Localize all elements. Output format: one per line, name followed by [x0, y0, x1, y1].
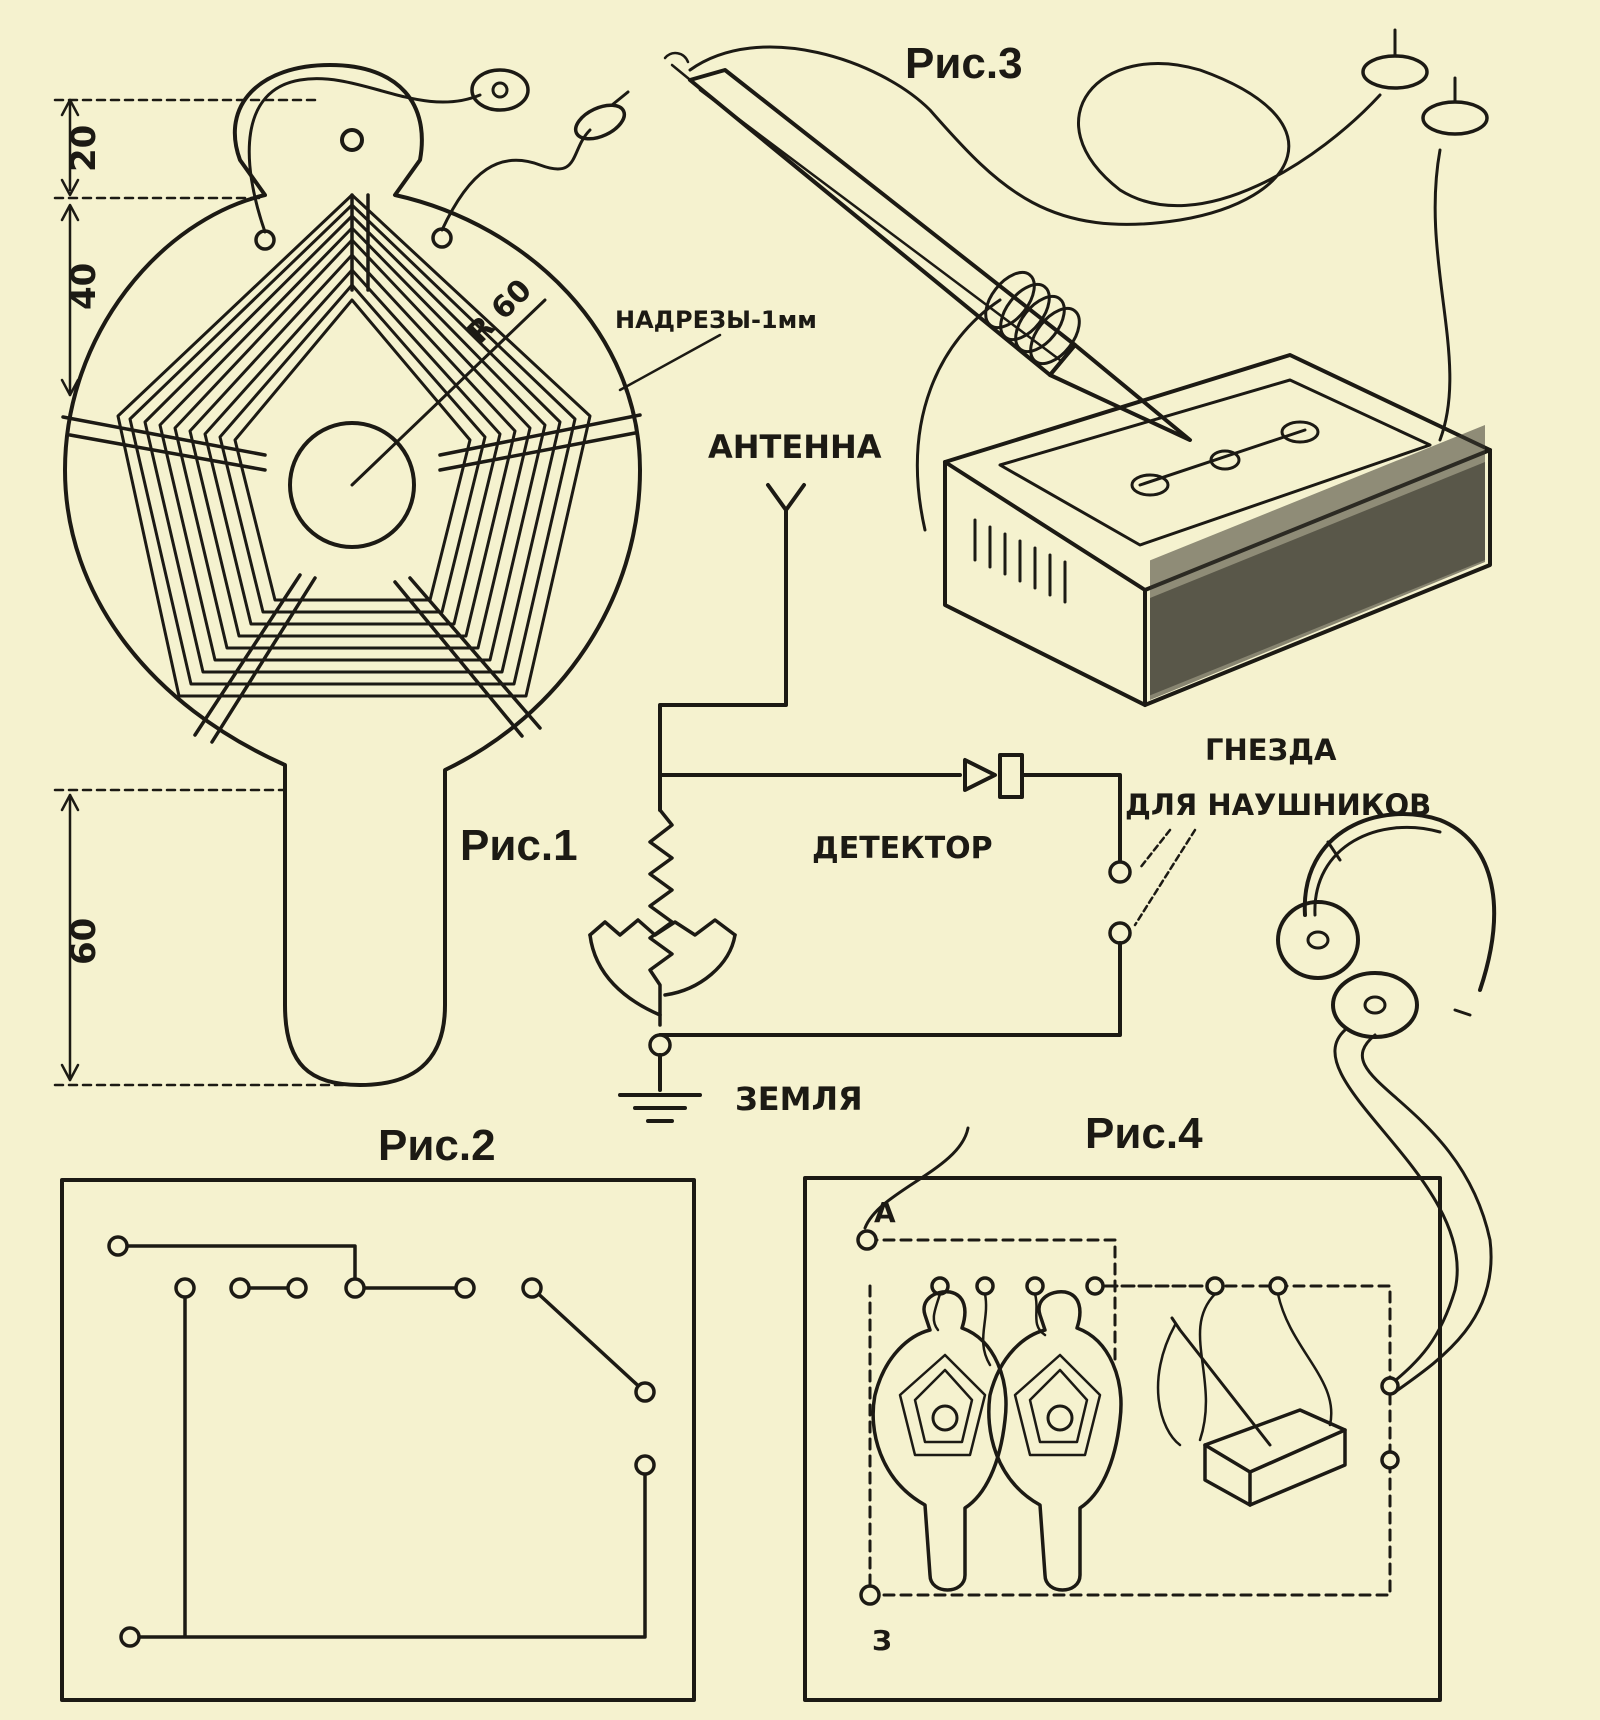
dim-mid-label: 40 — [64, 263, 104, 310]
fig3-detector-assembly — [663, 28, 1492, 707]
fig4-antenna-terminal-label: А — [874, 1196, 896, 1229]
dimension-guides — [53, 98, 362, 1087]
fig4-coil-left — [871, 1290, 1008, 1592]
fig4-assembled-receiver — [803, 1126, 1442, 1702]
circuit-schematic — [588, 483, 1197, 1123]
coil-windings — [116, 193, 592, 698]
dim-top-label: 20 — [64, 125, 104, 172]
jacks-label-line1: ГНЕЗДА — [1205, 733, 1337, 767]
fig4-ground-terminal-label: З — [872, 1624, 892, 1657]
ground-label: ЗЕМЛЯ — [735, 1080, 863, 1118]
fig4-coil-right — [987, 1290, 1123, 1592]
fig2-caption: Рис.2 — [378, 1121, 496, 1170]
notches-label: НАДРЕЗЫ-1мм — [615, 306, 817, 334]
fig1-coil-former — [53, 63, 722, 1087]
headphones-illustration — [1276, 812, 1497, 1394]
fig4-caption: Рис.4 — [1085, 1109, 1203, 1158]
fig2-board — [60, 1178, 696, 1702]
dim-handle-label: 60 — [64, 918, 104, 965]
fig1-caption: Рис.1 — [460, 821, 578, 870]
antenna-label: АНТЕННА — [708, 428, 882, 466]
fig3-caption: Рис.3 — [905, 39, 1023, 88]
radius-label: R 60 — [461, 273, 539, 351]
fig4-detector — [1156, 1316, 1347, 1507]
detector-label: ДЕТЕКТОР — [812, 831, 993, 866]
